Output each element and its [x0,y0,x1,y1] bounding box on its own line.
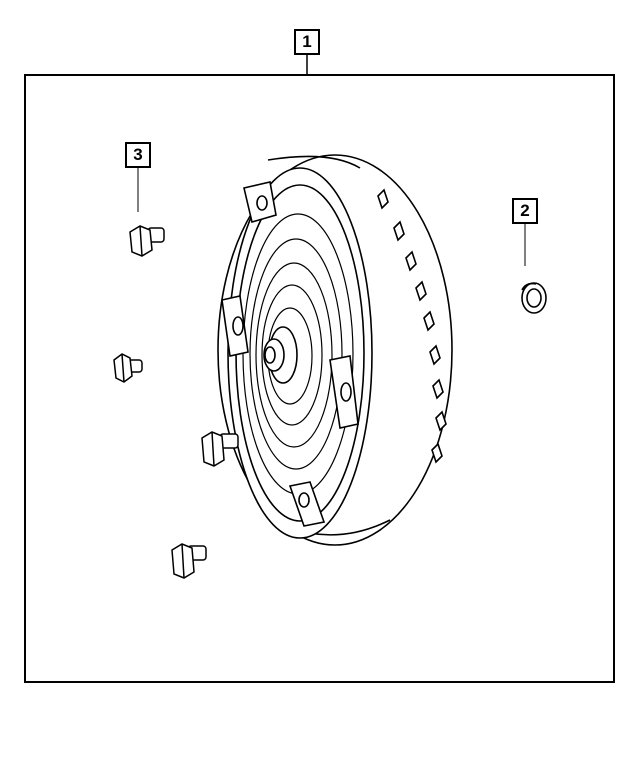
mounting-lug-right [329,355,359,429]
bolt-2 [113,353,143,383]
assembly-frame [24,74,615,683]
bolt-3 [201,431,239,467]
mounting-lug-bottom [288,481,326,527]
seal-ring [521,282,547,314]
bolt-1 [129,225,165,257]
callout-2: 2 [512,198,538,224]
callout-3: 3 [125,142,151,168]
mounting-lug-top [243,181,277,224]
torque-converter [217,154,453,546]
bolt-4 [171,543,207,579]
callout-1: 1 [294,29,320,55]
mounting-lug-left [221,295,249,357]
